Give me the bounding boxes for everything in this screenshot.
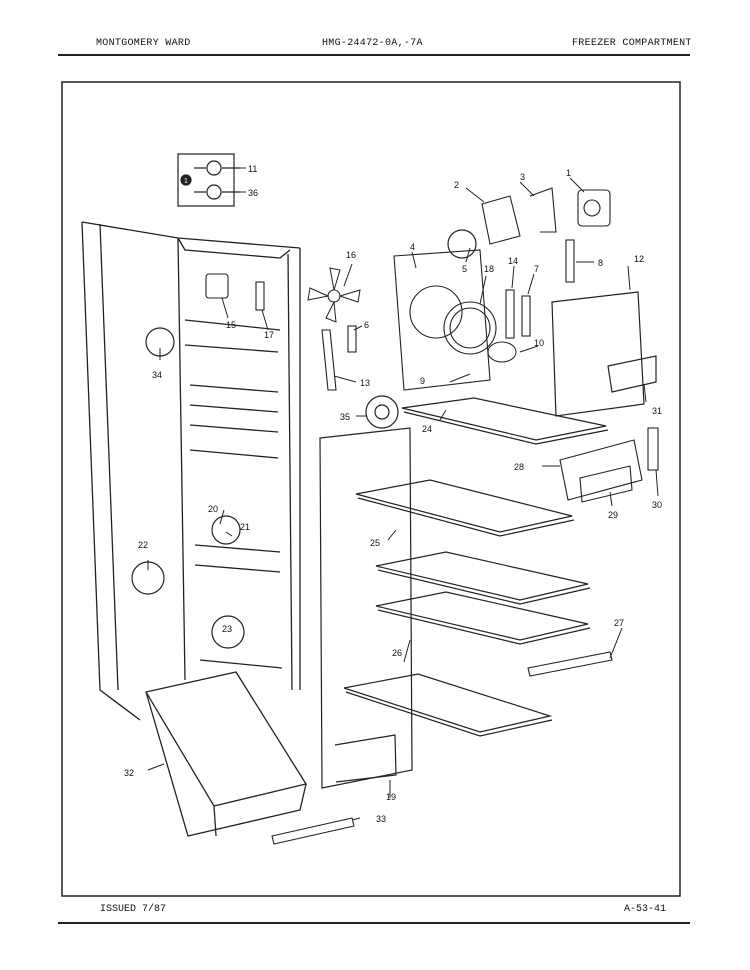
callout-8: 8 [598,258,603,268]
diagram-frame [61,81,681,897]
header-section: FREEZER COMPARTMENT [572,38,692,49]
callout-13: 13 [360,378,370,388]
shelves [343,397,609,737]
can-rack [559,427,659,503]
control-parts [205,187,611,391]
callout-30: 30 [652,500,662,510]
callout-11: 11 [248,164,257,174]
callout-14: 14 [508,256,518,266]
footer-issued: ISSUED 7/87 [100,904,167,915]
callout-18: 18 [484,264,494,274]
light-bulb [487,341,517,363]
callout-16: 16 [346,250,356,260]
damper-panel [551,291,657,417]
callout-34: 34 [152,370,162,380]
callout-10: 10 [534,338,544,348]
header-rule [58,54,690,56]
legend-marker: 1 [184,178,188,185]
callout-3: 3 [520,172,525,182]
callout-4: 4 [410,242,415,252]
evaporator-cover [319,427,413,789]
header-brand: MONTGOMERY WARD [96,38,191,49]
callout-32: 32 [124,768,134,778]
leader-lines [147,167,659,821]
callout-19: 19 [386,792,396,802]
air-duct [393,249,491,391]
callout-26: 26 [392,648,402,658]
callout-28: 28 [514,462,524,472]
fan-blade [307,267,361,323]
callout-5: 5 [462,264,467,274]
callout-22: 22 [138,540,148,550]
callout-29: 29 [608,510,618,520]
footer-rule [58,922,690,924]
callout-2: 2 [454,180,459,190]
callout-27: 27 [614,618,624,628]
callout-31: 31 [652,406,662,416]
callout-36: 36 [248,188,258,198]
callout-12: 12 [634,254,644,264]
ice-bin [144,671,308,837]
callout-25: 25 [370,538,380,548]
footer-page-code: A-53-41 [624,904,667,915]
callout-33: 33 [376,814,386,824]
trim-strips [271,651,613,845]
cabinet [81,221,301,721]
callout-21: 21 [240,522,250,532]
callout-24: 24 [422,424,432,434]
callout-6: 6 [364,320,369,330]
callout-7: 7 [534,264,539,274]
callout-15: 15 [226,320,236,330]
callout-35: 35 [340,412,350,422]
callout-20: 20 [208,504,218,514]
header-model: HMG-24472-0A,-7A [322,38,423,49]
light-cover [443,301,497,355]
callout-17: 17 [264,330,274,340]
callout-9: 9 [420,376,425,386]
callout-1: 1 [566,168,571,178]
callout-23: 23 [222,624,232,634]
